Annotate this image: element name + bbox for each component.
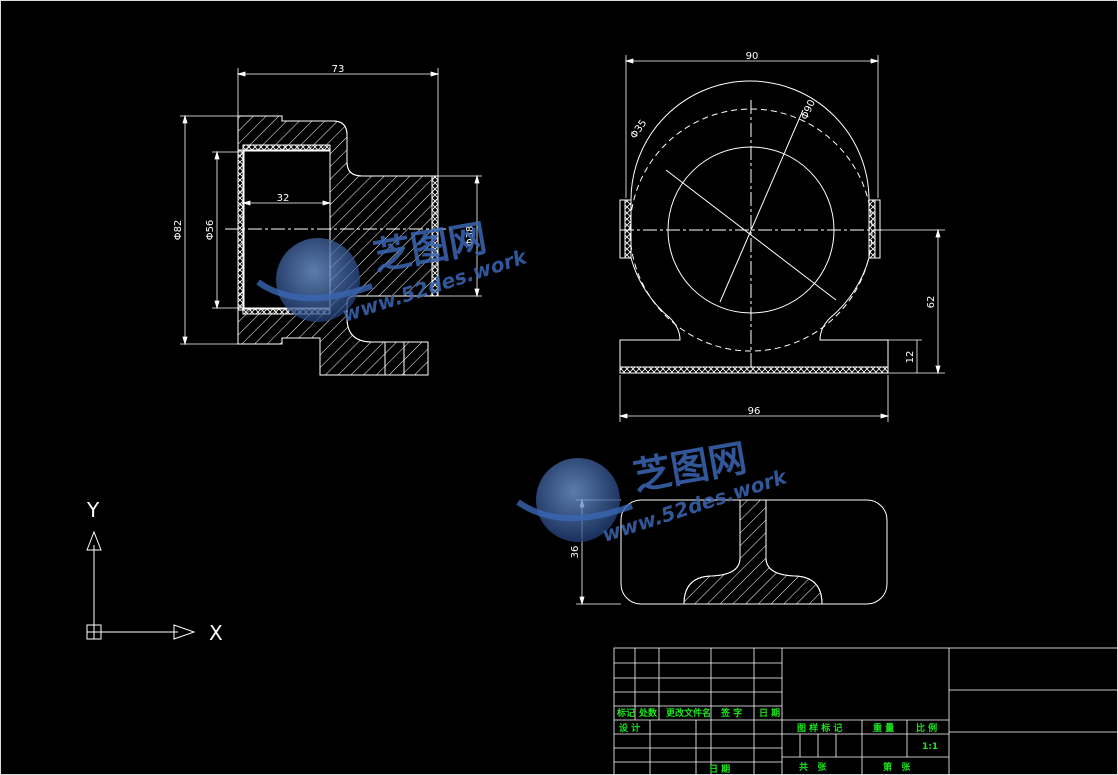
dim-front-inner-dia: Φ56 <box>205 220 216 241</box>
dim-side-base-thickness: 12 <box>905 351 916 364</box>
dim-side-width: 90 <box>746 51 759 62</box>
tb-header-date: 日 期 <box>759 707 780 719</box>
watermark-globe-icon <box>536 458 620 542</box>
dim-front-inner-depth: 32 <box>277 193 290 204</box>
bottom-view <box>620 499 888 605</box>
watermark-globe-icon <box>276 238 360 322</box>
ucs-x-label: X <box>209 621 223 645</box>
tb-stage: 图 样 标 记 <box>797 722 842 734</box>
tb-date2: 日 期 <box>709 763 730 775</box>
tb-header-doc: 更改文件名 <box>666 707 711 719</box>
dim-front-width: 73 <box>332 64 345 75</box>
side-dimensions <box>618 55 945 422</box>
front-boss-ring <box>431 175 439 297</box>
dim-side-dia-b: Φ35 <box>629 118 650 141</box>
title-block <box>613 647 1118 775</box>
tb-weight: 重 量 <box>873 722 894 734</box>
dim-bottom-height: 36 <box>570 546 581 559</box>
side-pitch-circle <box>629 108 873 352</box>
bottom-outline <box>620 499 888 605</box>
ucs-icon <box>86 530 196 640</box>
front-foot-slot <box>384 342 405 375</box>
tb-sheet: 第 张 <box>883 761 911 773</box>
tb-design: 设 计 <box>619 722 640 734</box>
tb-total: 共 张 <box>799 761 827 773</box>
side-outline <box>619 80 889 374</box>
front-liner-top <box>242 144 331 152</box>
front-dimensions <box>180 68 482 346</box>
bottom-stem-outline <box>683 500 823 605</box>
dim-side-dia-a: Φ90 <box>800 98 818 121</box>
tb-scale: 比 例 <box>916 722 937 734</box>
bottom-hatch-stem <box>683 499 823 605</box>
side-boss-left-hatch <box>624 199 632 259</box>
dim-side-base-width: 96 <box>748 406 761 417</box>
watermark-swoosh-icon <box>516 499 634 521</box>
tb-header-count: 处数 <box>638 707 658 719</box>
dim-side-center-height: 62 <box>926 296 937 309</box>
side-view <box>619 80 889 374</box>
dim-front-outer-dia: Φ82 <box>173 220 184 241</box>
front-liner-left <box>237 149 245 311</box>
watermark-swoosh-icon <box>256 279 374 301</box>
tb-header-sign: 签 字 <box>720 707 742 719</box>
side-leader-a <box>719 109 804 303</box>
tb-scale-value: 1:1 <box>922 742 938 752</box>
tb-header-mark: 标记 <box>616 707 635 719</box>
dim-front-boss-dia: Φ38 <box>465 226 476 247</box>
side-boss-right-hatch <box>868 199 876 259</box>
side-leader-b <box>665 169 837 301</box>
ucs-y-label: Y <box>86 498 100 522</box>
side-base-hatch <box>619 366 889 374</box>
